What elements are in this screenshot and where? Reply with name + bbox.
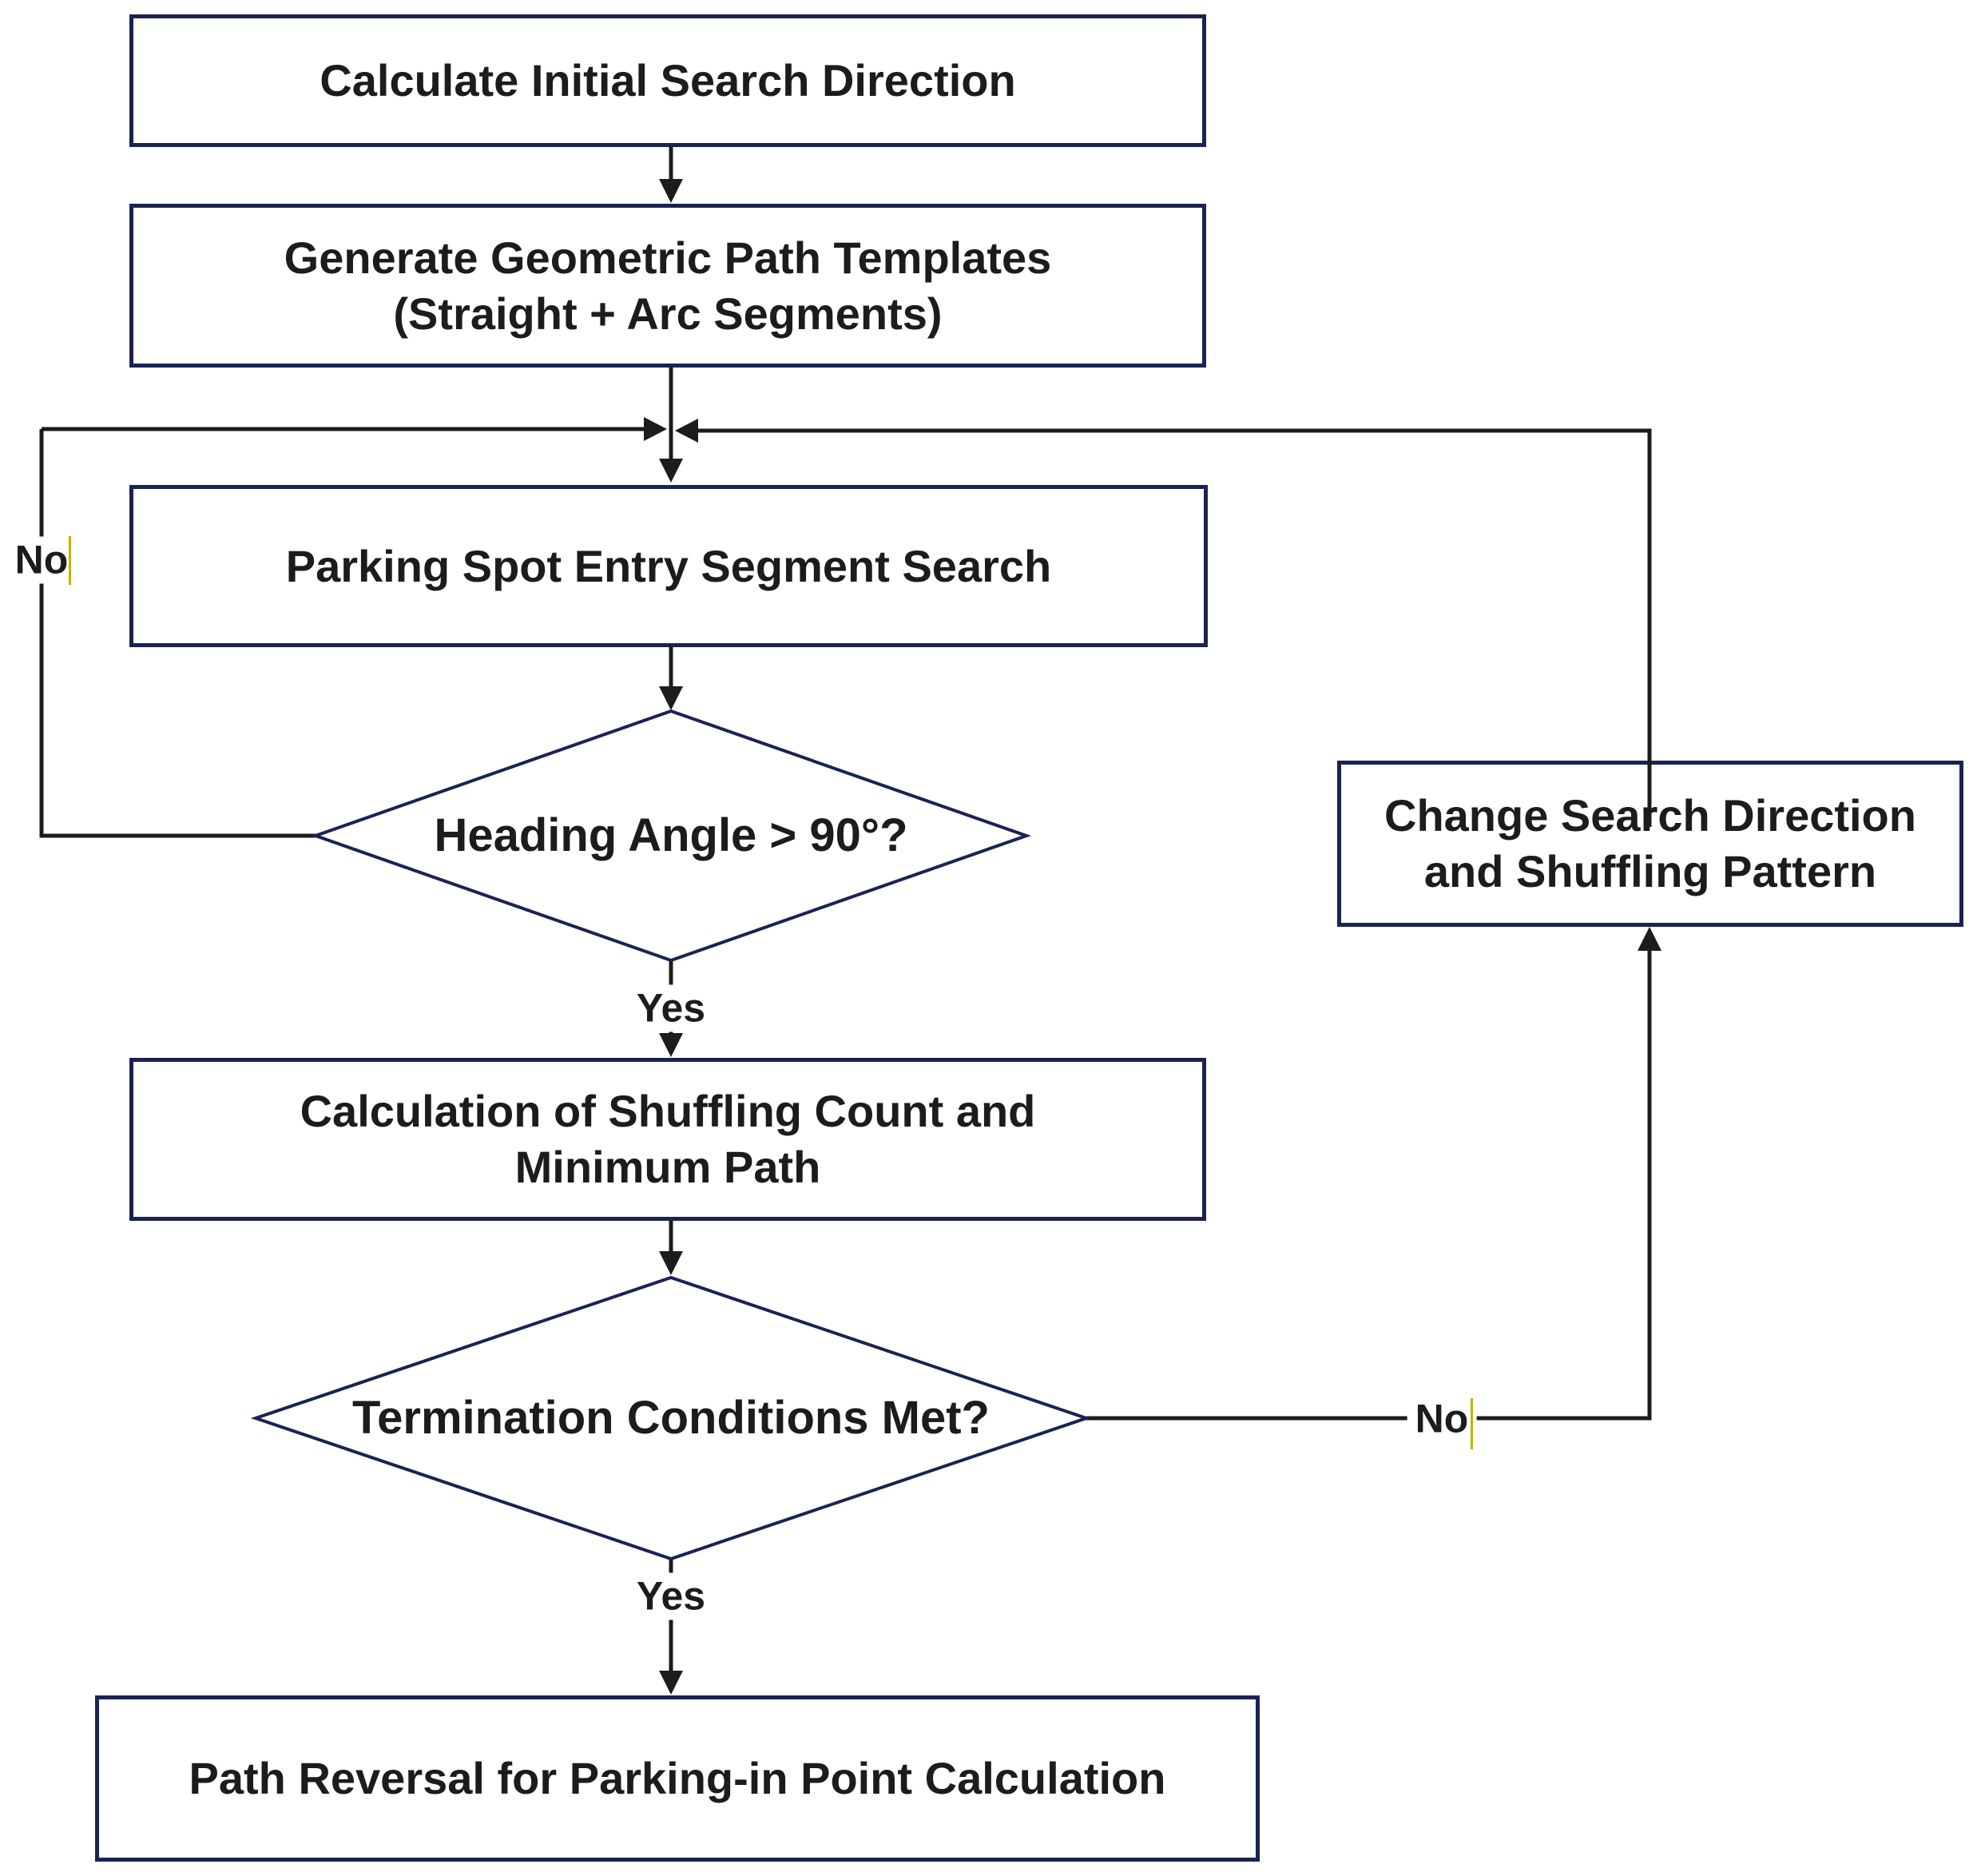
arrowhead-into-changedir [1638, 927, 1661, 951]
diamond-termination-conditions [250, 1275, 1092, 1561]
node-calculation-of-shuffling-count: Calculation of Shuffling Count and Minim… [129, 1058, 1206, 1221]
arrowhead-into-termination-diamond [659, 1251, 683, 1275]
node-parking-spot-entry-segment-search: Parking Spot Entry Segment Search [129, 485, 1208, 647]
edge-label-heading-yes: Yes [628, 984, 714, 1032]
node-calculate-initial-search-direction: Calculate Initial Search Direction [129, 14, 1206, 147]
arrowhead-merge-from-right [675, 419, 698, 443]
arrowhead-into-path-reversal [659, 1671, 683, 1695]
node-label-calculate-initial: Calculate Initial Search Direction [320, 55, 1016, 105]
node-label-generate-templates: Generate Geometric Path Templates (Strai… [284, 232, 1052, 339]
arrowhead-merge-from-left [644, 417, 667, 441]
arrowhead-into-entry [659, 459, 683, 483]
node-label-shuffle-calc: Calculation of Shuffling Count and Minim… [300, 1086, 1036, 1192]
node-generate-geometric-path-templates: Generate Geometric Path Templates (Strai… [129, 204, 1206, 368]
connector-changedir-to-merge [695, 428, 1652, 827]
node-label-entry-search: Parking Spot Entry Segment Search [285, 540, 1052, 591]
edge-label-termination-yes: Yes [628, 1572, 714, 1620]
diamond-heading-angle [310, 709, 1032, 963]
arrowhead-into-templates [659, 179, 683, 203]
arrowhead-into-heading-diamond [659, 686, 683, 710]
node-label-path-reversal: Path Reversal for Parking-in Point Calcu… [189, 1753, 1166, 1803]
edge-label-heading-no: No [6, 536, 77, 584]
edge-label-termination-no: No [1407, 1395, 1477, 1443]
yellow-cursor-artifact-right [1471, 1398, 1473, 1449]
node-path-reversal-parking-in-point: Path Reversal for Parking-in Point Calcu… [95, 1695, 1260, 1862]
arrowhead-into-shuffle-calc [659, 1033, 683, 1057]
node-label-change-direction: Change Search Direction and Shuffling Pa… [1384, 790, 1916, 896]
connector-termination-no-to-changedir [1086, 946, 1652, 1421]
yellow-cursor-artifact-left [69, 536, 71, 585]
